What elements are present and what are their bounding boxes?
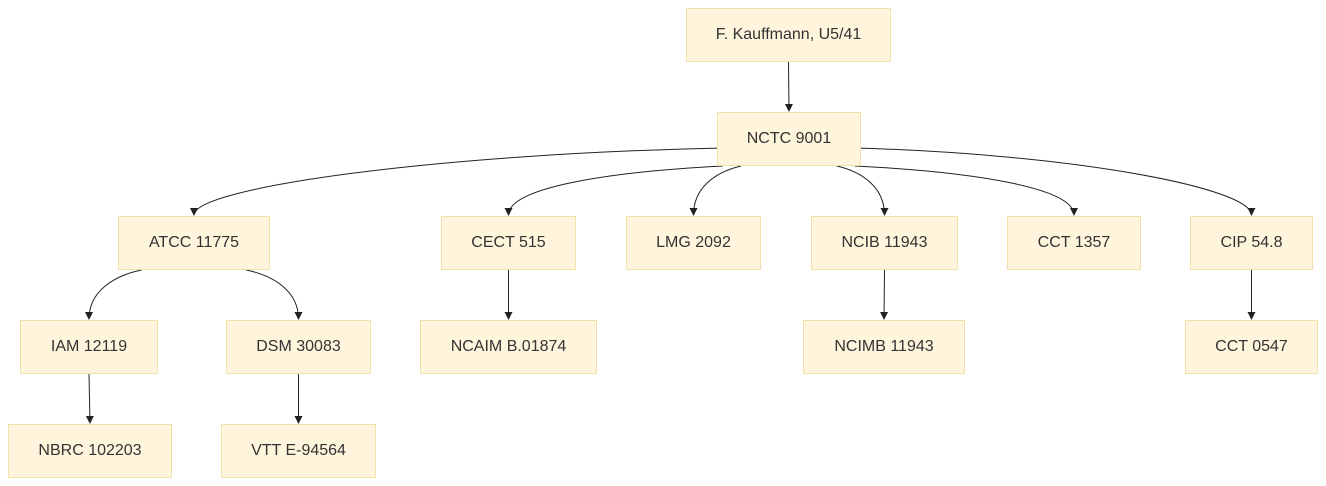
- edge-nctc-to-cct1357: [854, 165, 1078, 216]
- node-dsm-30083: DSM 30083: [226, 320, 371, 374]
- node-cct-1357: CCT 1357: [1007, 216, 1141, 270]
- node-ncimb-11943: NCIMB 11943: [803, 320, 965, 374]
- edge-nctc-to-lmg: [689, 165, 742, 216]
- node-ncib-11943: NCIB 11943: [811, 216, 958, 270]
- node-ncaim-b-01874: NCAIM B.01874: [420, 320, 597, 374]
- node-nctc-9001: NCTC 9001: [717, 112, 861, 166]
- node-nbrc-102203: NBRC 102203: [8, 424, 172, 478]
- edge-atcc-to-dsm: [246, 269, 303, 320]
- node-kauffmann: F. Kauffmann, U5/41: [686, 8, 891, 62]
- node-atcc-11775: ATCC 11775: [118, 216, 270, 270]
- node-cect-515: CECT 515: [441, 216, 576, 270]
- node-cip-54-8: CIP 54.8: [1190, 216, 1313, 270]
- edge-iam-to-nbrc: [85, 373, 94, 424]
- node-lmg-2092: LMG 2092: [626, 216, 761, 270]
- edge-kauffmann-to-nctc: [784, 61, 793, 112]
- node-vtt-e-94564: VTT E-94564: [221, 424, 376, 478]
- edge-ncib-to-ncimb: [880, 269, 889, 320]
- edge-atcc-to-iam: [85, 269, 142, 320]
- node-iam-12119: IAM 12119: [20, 320, 158, 374]
- edge-nctc-to-cip: [854, 147, 1256, 216]
- node-cct-0547: CCT 0547: [1185, 320, 1318, 374]
- edge-nctc-to-cect515: [504, 165, 724, 216]
- edge-nctc-to-atcc: [190, 147, 724, 216]
- edge-nctc-to-ncib: [836, 165, 889, 216]
